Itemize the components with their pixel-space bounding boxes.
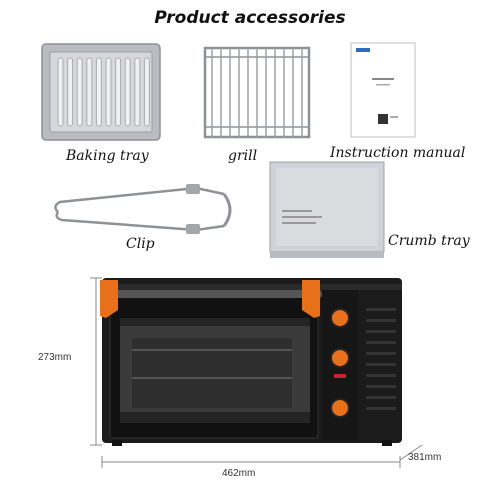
- crumb-tray-icon: [269, 161, 385, 258]
- instruction-manual-icon: [350, 42, 416, 138]
- crumb-tray-label: Crumb tray: [388, 233, 470, 249]
- toaster-oven-image: [100, 278, 402, 446]
- instruction-manual-label: Instruction manual: [330, 145, 466, 161]
- grill-rack-icon: [203, 46, 311, 139]
- grill-label: grill: [228, 148, 258, 164]
- baking-tray-icon: [41, 43, 161, 141]
- height-dimension: 273mm: [38, 352, 72, 363]
- page-title: Product accessories: [154, 8, 346, 28]
- baking-tray-label: Baking tray: [66, 148, 149, 164]
- depth-dimension: 381mm: [408, 452, 442, 463]
- width-dimension: 462mm: [222, 468, 256, 479]
- tray-clip-icon: [54, 184, 232, 234]
- clip-label: Clip: [126, 236, 155, 252]
